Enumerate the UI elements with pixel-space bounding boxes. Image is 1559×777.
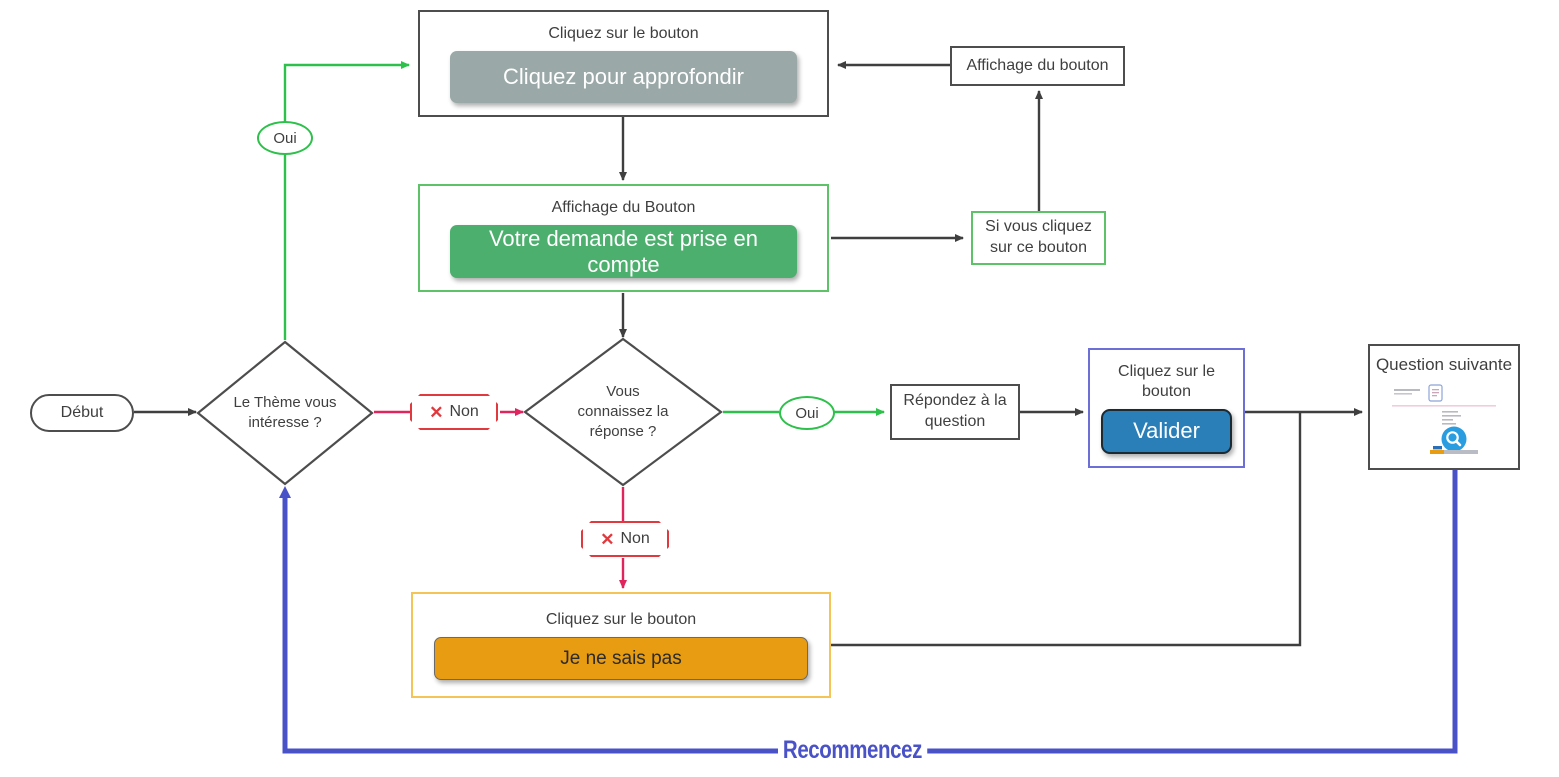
approfondir-caption: Cliquez sur le bouton: [548, 24, 699, 42]
si-vous-cliquez-label: Si vous cliquez sur ce bouton: [985, 218, 1092, 256]
approfondir-panel[interactable]: Cliquez sur le bouton Cliquez pour appro…: [418, 10, 829, 117]
non-reponse-text: Non: [620, 530, 650, 547]
je-ne-sais-pas-panel[interactable]: Cliquez sur le bouton Je ne sais pas: [411, 592, 831, 698]
theme-decision-diamond[interactable]: Le Thème vous intéresse ?: [196, 340, 374, 486]
reponse-decision-label: Vous connaissez la réponse ?: [577, 382, 669, 441]
start-label: Début: [60, 404, 104, 421]
valider-panel[interactable]: Cliquez sur le bouton Valider: [1088, 348, 1245, 468]
oui-theme-text: Oui: [273, 129, 297, 147]
edge-label-non-theme: ✕ Non: [410, 394, 498, 430]
question-suivante-title: Question suivante: [1375, 355, 1513, 374]
non-theme-text: Non: [449, 403, 479, 420]
recommencez-label: Recommencez: [778, 736, 927, 765]
prise-en-compte-button[interactable]: Votre demande est prise en compte: [450, 225, 797, 279]
cross-icon: ✕: [600, 529, 615, 549]
approfondir-button[interactable]: Cliquez pour approfondir: [450, 51, 797, 104]
repondez-label: Répondez à la question: [903, 392, 1007, 430]
edge-label-oui-reponse: Oui: [779, 396, 835, 430]
valider-caption: Cliquez sur le bouton: [1118, 363, 1215, 400]
affichage-du-bouton-label: Affichage du bouton: [966, 56, 1109, 74]
affichage-du-bouton-box[interactable]: Affichage du bouton: [950, 46, 1125, 86]
je-ne-sais-pas-caption: Cliquez sur le bouton: [545, 610, 697, 628]
si-vous-cliquez-box[interactable]: Si vous cliquez sur ce bouton: [971, 211, 1106, 265]
question-suivante-thumbnail: [1388, 381, 1500, 459]
prise-en-compte-caption: Affichage du Bouton: [551, 198, 696, 216]
question-suivante-box[interactable]: Question suivante: [1368, 344, 1520, 470]
oui-reponse-text: Oui: [795, 404, 819, 422]
je-ne-sais-pas-button[interactable]: Je ne sais pas: [434, 637, 808, 681]
reponse-decision-diamond[interactable]: Vous connaissez la réponse ?: [523, 337, 723, 487]
prise-en-compte-panel[interactable]: Affichage du Bouton Votre demande est pr…: [418, 184, 829, 292]
recommencez-text: Recommencez: [782, 736, 922, 764]
cross-icon: ✕: [429, 402, 444, 422]
theme-decision-label: Le Thème vous intéresse ?: [233, 393, 337, 431]
valider-button[interactable]: Valider: [1101, 408, 1232, 454]
edge-label-oui-theme: Oui: [257, 121, 313, 155]
repondez-box[interactable]: Répondez à la question: [890, 384, 1020, 440]
edge-label-non-reponse: ✕ Non: [581, 521, 669, 557]
start-terminator[interactable]: Début: [30, 394, 134, 432]
